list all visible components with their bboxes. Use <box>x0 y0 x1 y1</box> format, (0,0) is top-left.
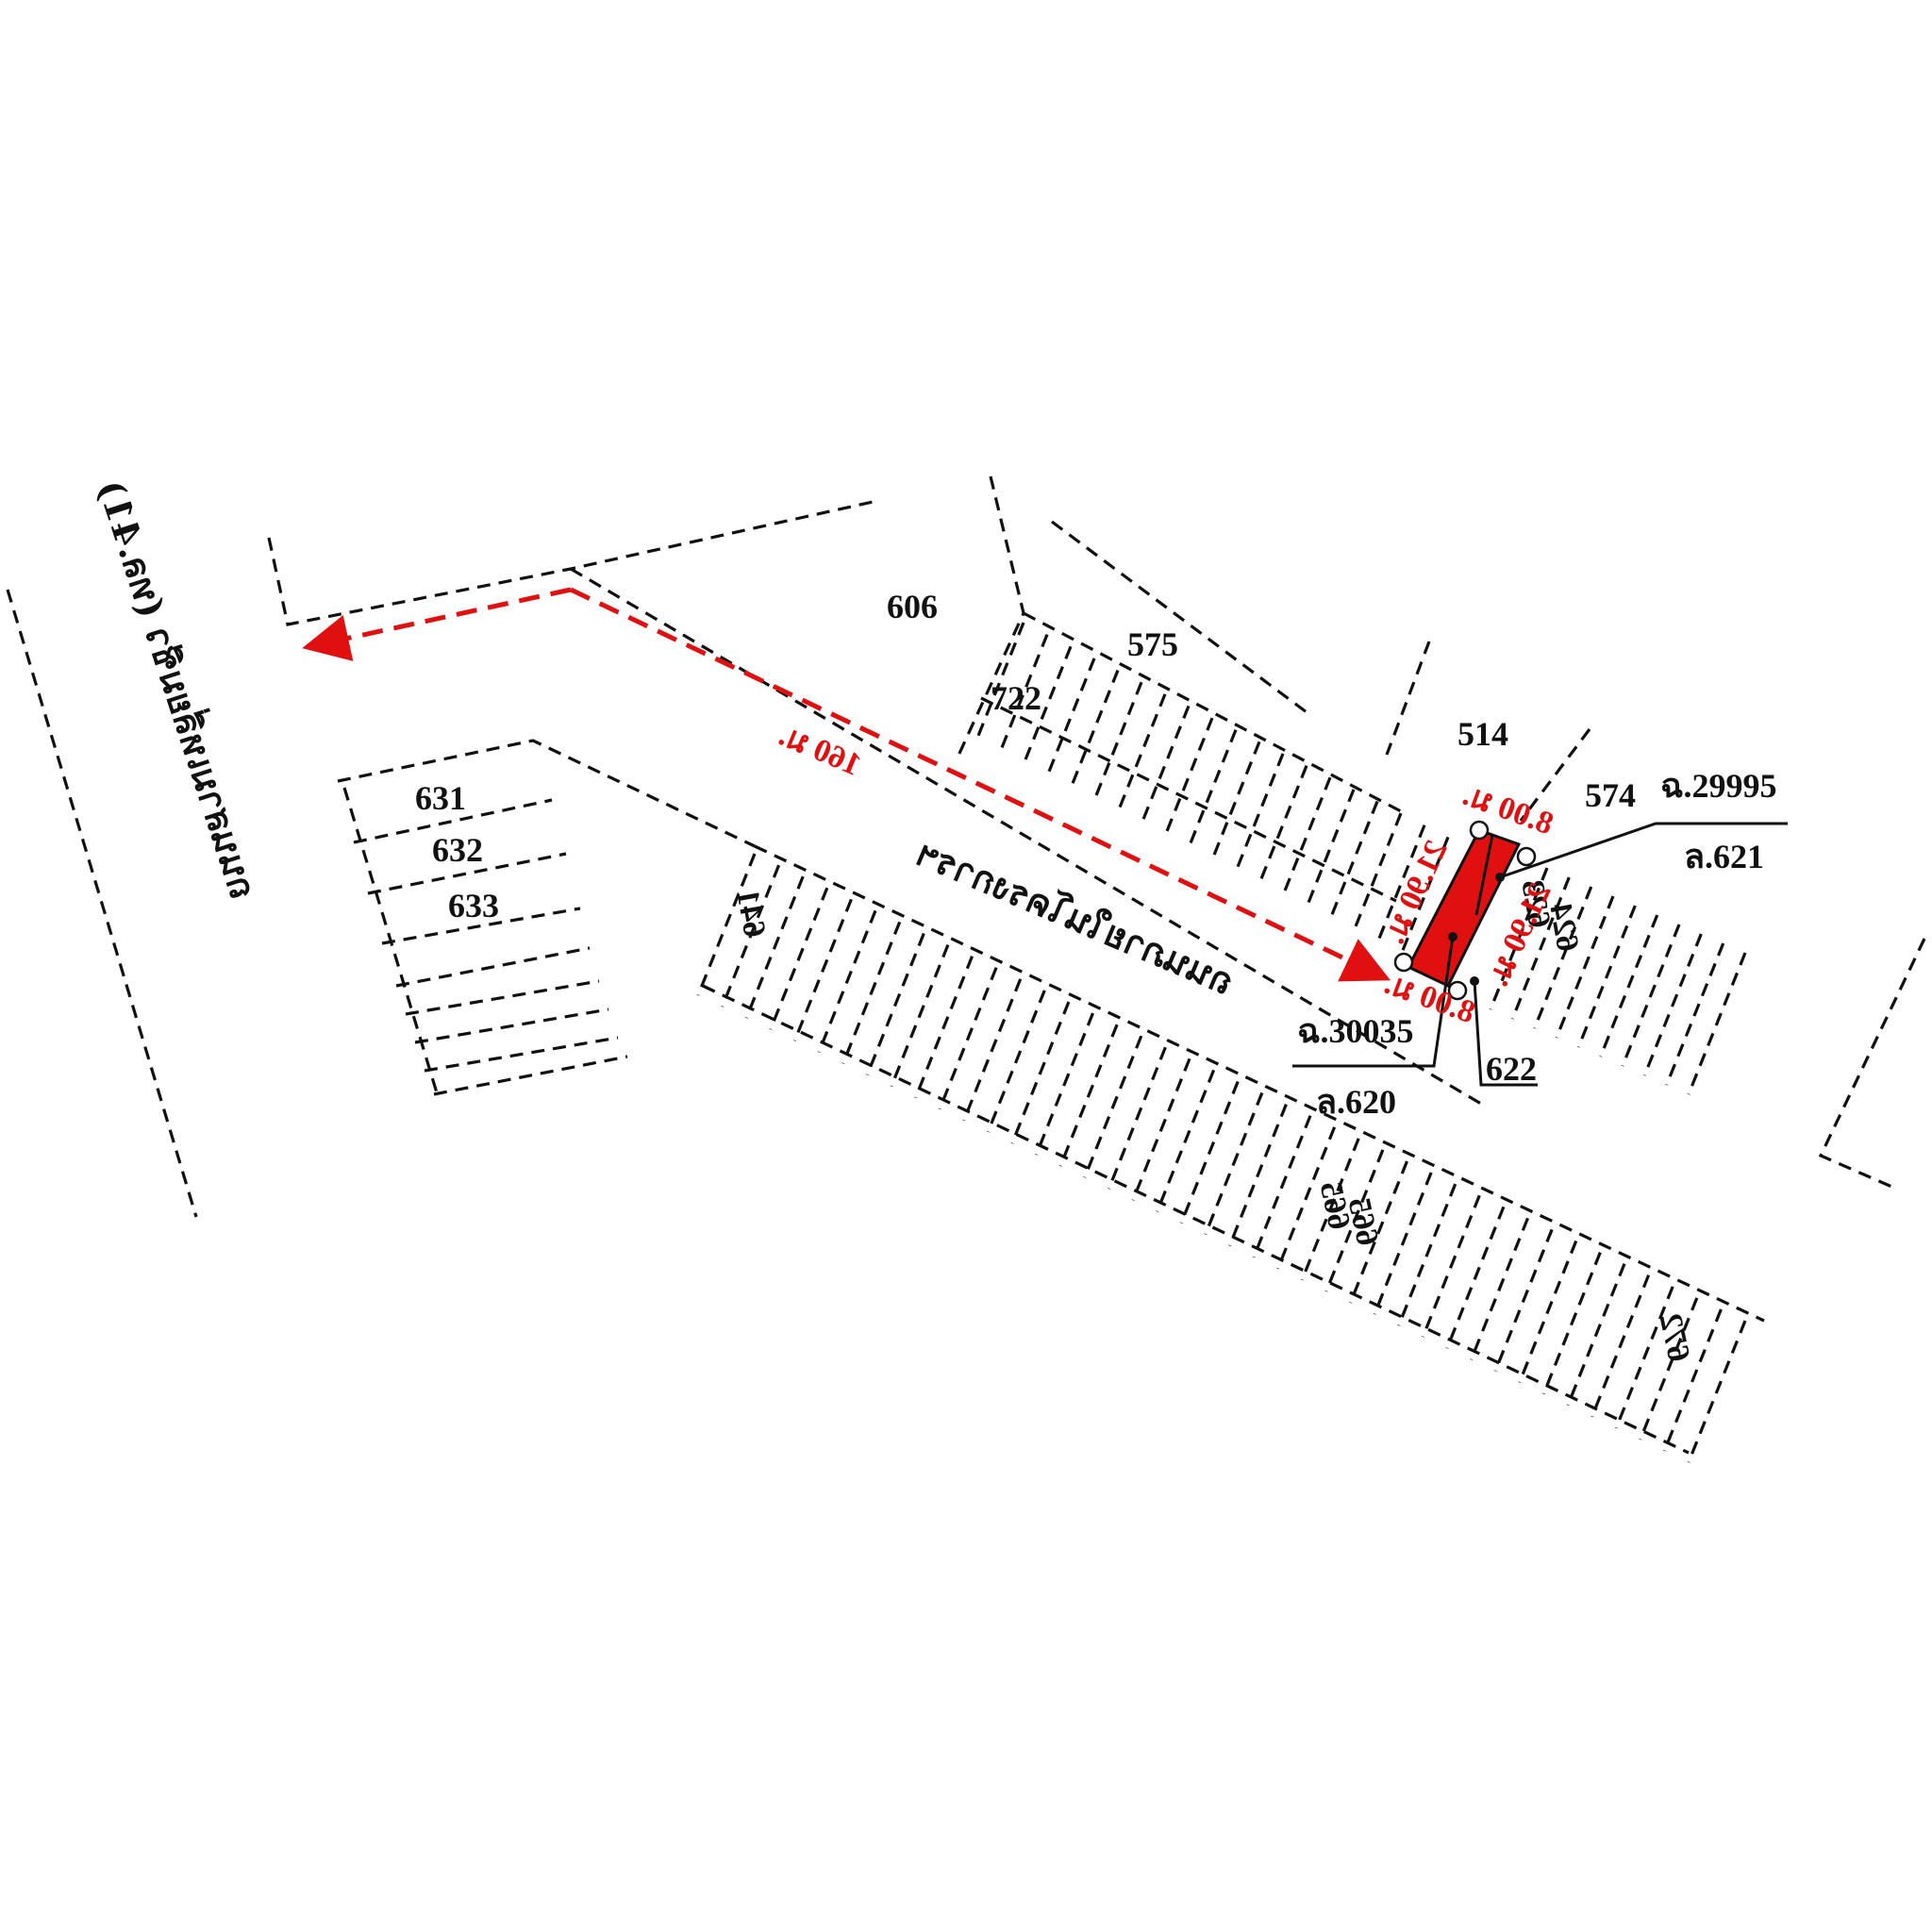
lot-divider <box>1092 681 1143 801</box>
lot-divider <box>1687 1320 1747 1463</box>
lot-divider <box>1131 1058 1191 1201</box>
lot-divider <box>1187 729 1238 849</box>
lot-divider <box>1621 924 1681 1067</box>
parcel-722: 722 <box>991 679 1041 717</box>
parcel-575: 575 <box>1127 625 1178 663</box>
lot-divider <box>1252 1115 1312 1258</box>
lot-divider <box>1533 886 1593 1029</box>
lot-divider <box>1555 895 1615 1039</box>
lot-divider <box>986 990 1046 1133</box>
lot-divider <box>1445 1206 1506 1349</box>
lot-divider <box>1493 1228 1554 1372</box>
lot-divider <box>1510 876 1571 1020</box>
lot-divider <box>914 956 974 1099</box>
lot-divider <box>1179 1080 1240 1224</box>
lot-divider <box>1576 905 1637 1048</box>
inner-road-label: ถนนภายในโครงการฯ <box>911 832 1240 1004</box>
boundary-marker <box>1447 980 1468 1001</box>
parcel-632: 632 <box>432 831 483 869</box>
lot-divider <box>1300 1138 1360 1281</box>
parcel-624: 624 <box>1542 901 1585 955</box>
lot-divider <box>1591 1274 1651 1418</box>
lot-divider <box>1349 1160 1408 1304</box>
lot-divider <box>1614 1286 1674 1429</box>
lot-divider <box>744 875 805 1019</box>
lot-divider <box>1373 1172 1433 1315</box>
upper-block-boundaries <box>267 475 1591 1106</box>
lot-divider <box>841 921 902 1064</box>
parcel-633: 633 <box>448 887 499 924</box>
deed-number-south: ฉ.30035 <box>1297 1012 1414 1050</box>
lot-divider <box>1489 867 1549 1010</box>
lot-divider <box>1421 1194 1481 1338</box>
lot-divider <box>817 909 877 1053</box>
highway-boundary <box>6 589 198 1218</box>
boundary-marker <box>1469 820 1490 841</box>
lot-divider <box>890 944 950 1088</box>
lot-divider <box>1156 1069 1216 1212</box>
parcel-641: 641 <box>729 887 772 941</box>
parcel-514: 514 <box>1457 715 1508 753</box>
lot-divider <box>962 978 1023 1122</box>
main-road-label: ถนนสามเหลี่ยมชีว (ทล.41) <box>90 474 269 904</box>
lot-divider <box>1204 1091 1264 1236</box>
lot-divider <box>721 864 781 1008</box>
lot-divider <box>1328 800 1379 921</box>
lot-divider <box>1642 933 1703 1076</box>
lot-divider <box>1541 1252 1602 1395</box>
lot-divider <box>1687 952 1747 1095</box>
parcel-622: 622 <box>1486 1050 1537 1088</box>
lot-divider <box>1140 705 1191 824</box>
lot-divider <box>1083 1035 1143 1178</box>
lot-divider <box>1470 1217 1529 1360</box>
inner-road-boundaries <box>337 739 1765 1455</box>
lot-divider <box>1281 776 1332 896</box>
lot-divider <box>1163 717 1214 837</box>
lot-divider <box>696 853 757 996</box>
lot-divider <box>1257 765 1308 885</box>
lot-divider <box>1662 1308 1723 1452</box>
lot-block-631 <box>342 787 628 1100</box>
lot-divider <box>1069 669 1120 790</box>
lot-divider <box>1058 1024 1119 1167</box>
lot-divider <box>1518 1240 1578 1384</box>
lot-divider <box>1035 1012 1094 1156</box>
distance-label: 160 ม. <box>774 718 866 783</box>
lot-divider <box>1639 1297 1699 1441</box>
parcel-606: 606 <box>887 588 938 625</box>
lot-divider <box>1116 693 1167 813</box>
deed-number-north: ฉ.29995 <box>1660 767 1777 805</box>
lot-number-south: ล.620 <box>1316 1083 1396 1121</box>
boundary-marker <box>1393 952 1414 973</box>
parcel-623: 623 <box>1514 877 1557 931</box>
lot-divider <box>938 967 998 1110</box>
lot-divider <box>769 887 829 1030</box>
lot-divider <box>1566 1263 1626 1407</box>
lot-divider <box>1397 1183 1457 1326</box>
parcel-574: 574 <box>1585 776 1636 814</box>
lot-divider <box>1276 1126 1337 1270</box>
lot-divider <box>1599 914 1659 1058</box>
strip-lots-south <box>696 853 1747 1463</box>
lot-divider <box>1324 1149 1385 1292</box>
lot-divider <box>1305 789 1356 908</box>
distance-arrow <box>302 587 1391 982</box>
boundary-marker <box>1516 846 1537 867</box>
lot-number-north: ล.621 <box>1684 838 1764 875</box>
lot-divider <box>1210 741 1261 860</box>
lot-divider <box>1227 1104 1288 1247</box>
target-parcel[interactable] <box>1393 820 1537 1001</box>
east-corner-boundary <box>1818 938 1926 1191</box>
callout-leaders <box>1292 822 1788 1087</box>
lot-divider <box>1665 942 1725 1086</box>
lot-divider <box>1010 1001 1071 1144</box>
lot-divider <box>792 898 853 1041</box>
strip-lots-east <box>1489 867 1747 1095</box>
lot-divider <box>1107 1046 1167 1190</box>
lot-divider <box>1045 658 1096 777</box>
lot-divider <box>865 932 925 1076</box>
parcel-631: 631 <box>415 779 466 817</box>
lot-divider <box>1234 753 1285 873</box>
